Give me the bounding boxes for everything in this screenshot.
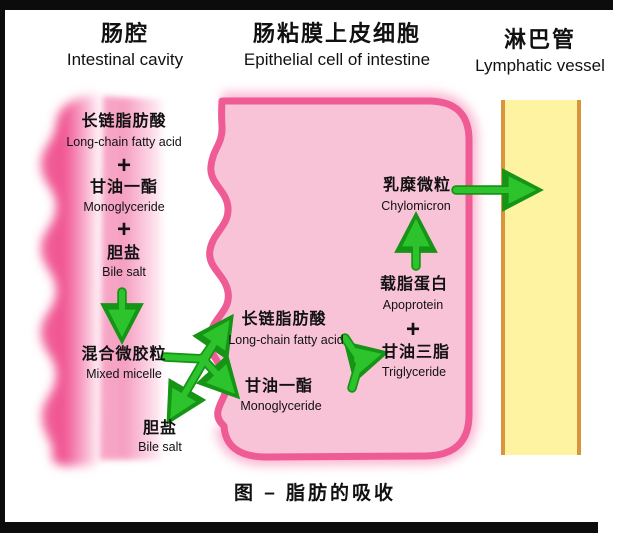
header-epithelial-cell-en: Epithelial cell of intestine [243,50,431,69]
header-intestinal-cavity-en: Intestinal cavity [66,50,184,69]
header-epithelial-cell-zh: 肠粘膜上皮细胞 [252,21,422,46]
triglyceride-en: Triglyceride [381,365,447,379]
mixed-micelle-zh: 混合微胶粒 [81,346,167,363]
released-bile-salt-zh: 胆盐 [142,420,178,437]
cavity-bile-salt-zh: 胆盐 [106,245,142,262]
frame-top [0,0,613,10]
plus-sign-2: + [116,216,132,243]
apoprotein-zh: 载脂蛋白 [379,276,449,293]
apoprotein-en: Apoprotein [382,298,444,312]
cavity-long-chain-fatty-acid-en: Long-chain fatty acid [66,135,182,149]
arrow-micelle-tail [165,357,204,359]
cell-monoglyceride-zh: 甘油一酯 [244,378,314,395]
cavity-monoglyceride-zh: 甘油一酯 [89,179,159,196]
mixed-micelle-en: Mixed micelle [86,367,162,381]
chylomicron-en: Chylomicron [381,199,451,213]
cavity-monoglyceride-en: Monoglyceride [83,200,165,214]
arrow-to-triglyceride [357,357,369,360]
frame-left [0,0,5,533]
cell-monoglyceride-en: Monoglyceride [240,399,322,413]
epithelial-cell [205,92,478,467]
header-lymphatic-vessel-zh: 淋巴管 [503,27,577,52]
released-bile-salt-en: Bile salt [138,440,182,454]
triglyceride-zh: 甘油三脂 [381,344,451,361]
intestinal-wall [40,94,168,467]
plus-sign-1: + [116,152,132,179]
lymphatic-vessel [501,100,581,455]
frame-bottom [0,522,598,533]
plus-sign-3: + [405,316,421,343]
cavity-long-chain-fatty-acid-zh: 长链脂肪酸 [81,113,167,130]
cell-long-chain-fatty-acid-zh: 长链脂肪酸 [241,311,327,328]
header-lymphatic-vessel-en: Lymphatic vessel [475,56,605,75]
cavity-bile-salt-en: Bile salt [102,265,146,279]
chylomicron-zh: 乳糜微粒 [382,177,452,194]
figure-caption: 图 – 脂肪的吸收 [233,483,397,504]
cell-long-chain-fatty-acid-en: Long-chain fatty acid [228,333,344,347]
header-intestinal-cavity-zh: 肠腔 [100,21,150,46]
